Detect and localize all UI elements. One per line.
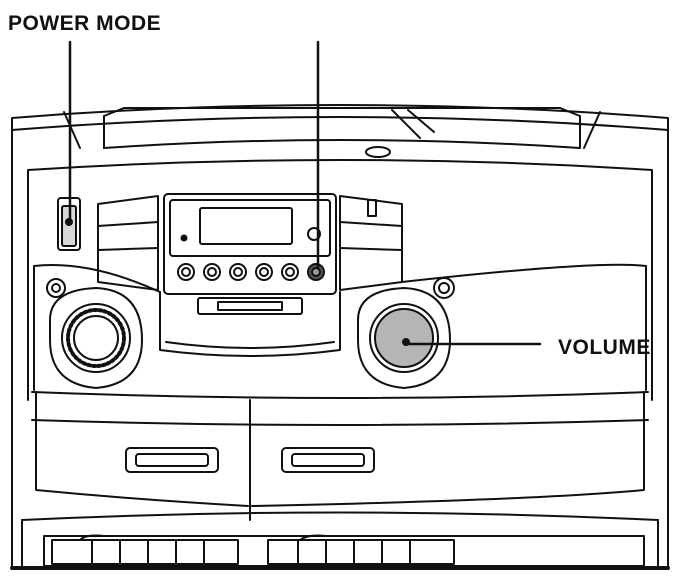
transport-keys [43,534,645,567]
right-side-panel [339,195,403,291]
cd-lid [63,107,601,158]
left-side-panel [97,195,159,291]
volume-knob [357,287,451,389]
volume-label: VOLUME [558,336,651,359]
speaker-surrounds [33,263,647,391]
tuning-knob [49,287,143,389]
power-mode-label: POWER MODE [8,12,162,35]
center-slot-area [159,291,341,357]
control-panel [163,193,337,295]
cassette-decks [31,391,649,521]
callout-leaders [68,40,542,346]
display-window [199,207,293,245]
function-buttons [177,263,325,281]
